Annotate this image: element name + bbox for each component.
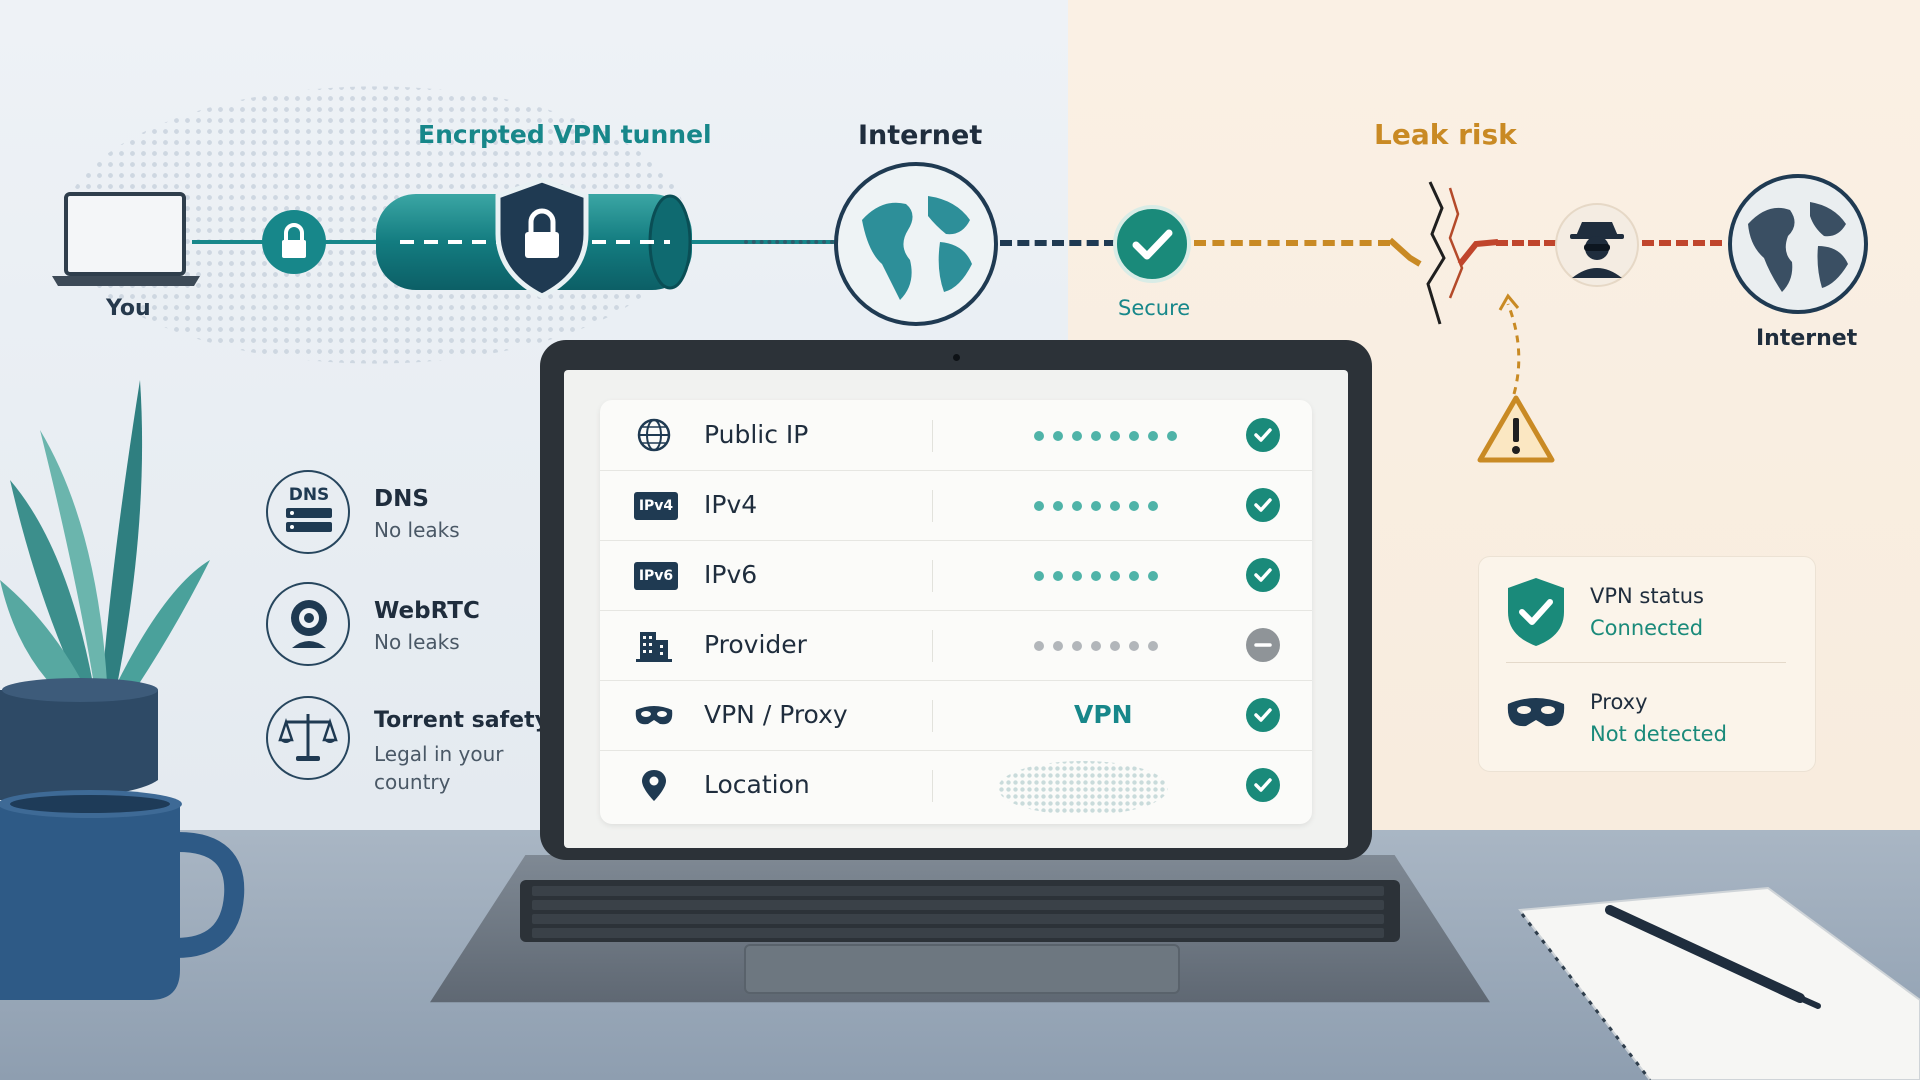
warning-icon xyxy=(1477,395,1555,463)
proxy-value: Not detected xyxy=(1590,722,1727,746)
torrent-title: Torrent safety xyxy=(374,708,549,733)
globe-icon-right xyxy=(1728,174,1868,314)
laptop-trackpad xyxy=(744,944,1180,994)
check-icon xyxy=(1246,558,1280,592)
you-label: You xyxy=(106,296,151,321)
dashed-connector-red-2 xyxy=(1642,240,1722,246)
leak-crack xyxy=(1387,181,1499,325)
row-label: IPv6 xyxy=(704,560,758,589)
dns-title: DNS xyxy=(374,486,429,512)
mini-world-map xyxy=(998,761,1168,815)
tunnel-label: Encrpted VPN tunnel xyxy=(418,120,712,149)
torrent-detail-2: country xyxy=(374,770,451,794)
masked-value xyxy=(1034,426,1177,446)
list-item: Public IP xyxy=(600,400,1312,471)
dashed-connector-orange xyxy=(1194,240,1390,246)
row-label: Public IP xyxy=(704,420,809,449)
webcam-icon xyxy=(291,600,327,648)
secure-label: Secure xyxy=(1118,296,1191,320)
divider xyxy=(932,700,933,732)
dns-detail: No leaks xyxy=(374,518,460,542)
torrent-detail-1: Legal in your xyxy=(374,742,504,766)
spy-icon xyxy=(1555,203,1639,287)
mask-icon xyxy=(1507,698,1565,727)
svg-text:DNS: DNS xyxy=(289,485,330,505)
globe-icon xyxy=(834,162,998,326)
plant-illustration xyxy=(0,380,210,800)
check-icon xyxy=(1246,488,1280,522)
divider xyxy=(932,770,933,802)
warning-arrow xyxy=(1498,293,1521,395)
list-item: Provider xyxy=(600,610,1312,681)
webrtc-title: WebRTC xyxy=(374,598,480,624)
masked-value xyxy=(1034,636,1158,656)
masked-value xyxy=(1034,566,1158,586)
mask-icon xyxy=(635,706,673,725)
shield-lock-icon xyxy=(495,177,589,299)
divider xyxy=(932,560,933,592)
divider xyxy=(932,420,933,452)
dns-icon: DNS xyxy=(286,485,332,532)
list-item: IPv4 IPv4 xyxy=(600,470,1312,541)
divider xyxy=(932,490,933,522)
dotted-connector xyxy=(744,240,834,244)
internet-label-left: Internet xyxy=(858,120,983,151)
masked-value xyxy=(1034,496,1158,516)
globe-icon xyxy=(637,418,671,452)
dashed-connector-navy xyxy=(1000,240,1116,246)
vpn-status-title: VPN status xyxy=(1590,584,1704,608)
panel-divider xyxy=(1506,662,1786,663)
scales-icon xyxy=(278,714,338,761)
divider xyxy=(932,630,933,662)
list-item: Location xyxy=(600,750,1312,820)
row-label: Provider xyxy=(704,630,807,659)
ipv6-icon: IPv6 xyxy=(634,562,678,590)
check-icon xyxy=(1246,698,1280,732)
ip-check-card: Public IP IPv4 IPv4 IPv6 IPv6 Provider xyxy=(600,400,1312,824)
list-item: VPN / Proxy VPN xyxy=(600,680,1312,751)
dashed-connector-red-1 xyxy=(1496,240,1556,246)
ipv4-icon: IPv4 xyxy=(634,492,678,520)
row-label: VPN / Proxy xyxy=(704,700,848,729)
webrtc-detail: No leaks xyxy=(374,630,460,654)
lock-icon xyxy=(262,210,326,274)
location-pin-icon xyxy=(642,770,666,801)
notebook-with-pen xyxy=(1518,886,1920,1080)
row-label: IPv4 xyxy=(704,490,758,519)
check-icon xyxy=(1246,418,1280,452)
laptop-keyboard xyxy=(520,880,1400,942)
vpn-value: VPN xyxy=(1074,700,1133,729)
vpn-status-value: Connected xyxy=(1590,616,1704,640)
minus-icon xyxy=(1246,628,1280,662)
internet-label-right: Internet xyxy=(1756,326,1858,351)
check-icon xyxy=(1246,768,1280,802)
building-icon xyxy=(636,632,672,662)
laptop-icon xyxy=(52,192,200,286)
shield-check-icon xyxy=(1508,578,1564,646)
row-label: Location xyxy=(704,770,810,799)
leak-risk-label: Leak risk xyxy=(1374,118,1517,151)
coffee-mug xyxy=(0,790,245,1000)
laptop-camera xyxy=(953,354,960,361)
list-item: IPv6 IPv6 xyxy=(600,540,1312,611)
proxy-title: Proxy xyxy=(1590,690,1648,714)
secure-check-icon xyxy=(1113,205,1191,283)
